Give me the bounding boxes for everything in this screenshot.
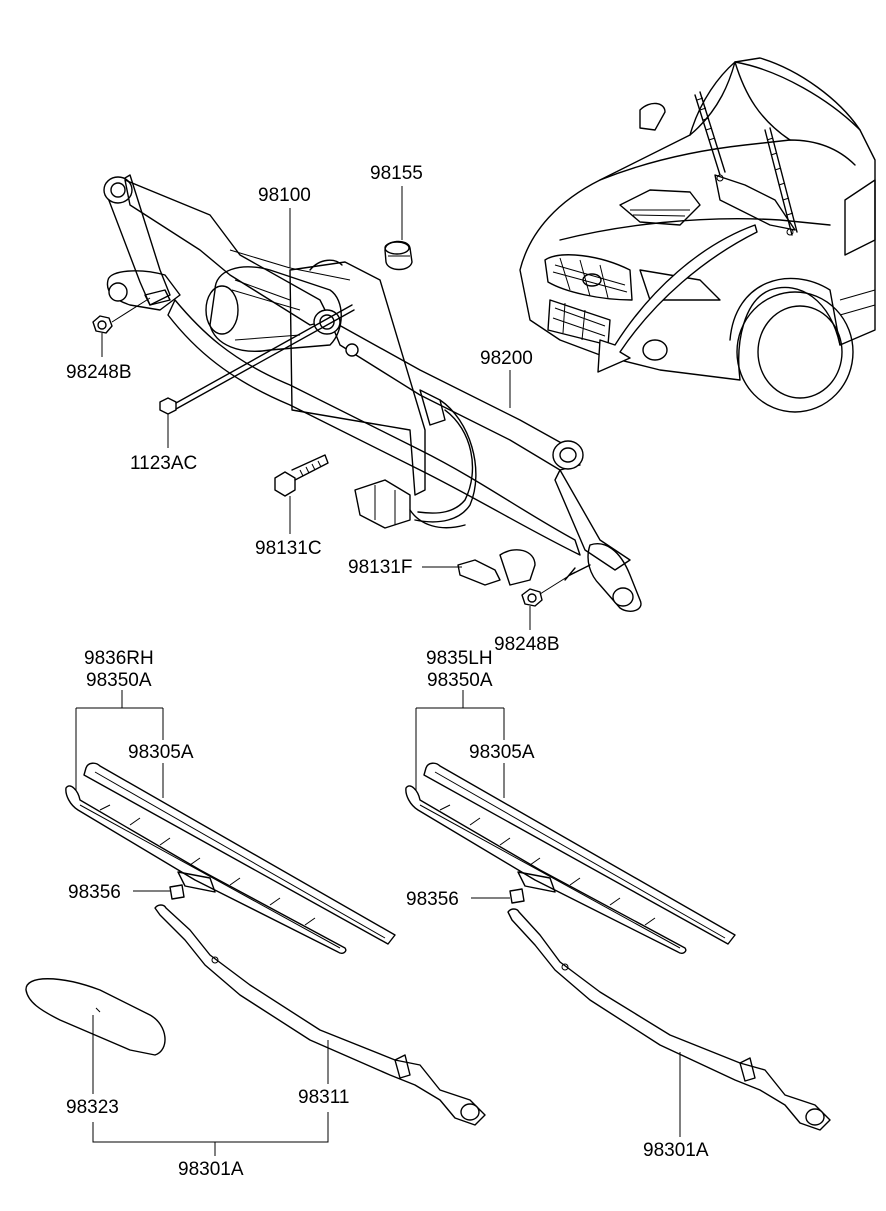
label-98155: 98155	[370, 163, 423, 184]
label-98301A-left: 98301A	[178, 1159, 244, 1180]
lh-wiper-blade-assembly	[405, 762, 831, 1131]
label-98200: 98200	[480, 348, 533, 369]
leader-lines	[75, 186, 681, 1156]
label-98311: 98311	[298, 1087, 349, 1108]
rh-wiper-blade-assembly	[25, 762, 486, 1126]
label-98131F: 98131F	[348, 557, 412, 578]
label-98356-right: 98356	[406, 889, 459, 910]
label-98100: 98100	[258, 185, 311, 206]
label-98356-left: 98356	[68, 882, 121, 903]
label-98301A-right: 98301A	[643, 1140, 709, 1161]
label-98248B-bottom: 98248B	[494, 634, 560, 655]
label-98350A-right: 98350A	[427, 670, 493, 691]
wiper-linkage-assembly	[103, 174, 642, 612]
label-98323: 98323	[66, 1097, 119, 1118]
label-98248B-top: 98248B	[66, 362, 132, 383]
part-labels: 98100 98155 98248B 98200 1123AC 98131C 9…	[66, 163, 709, 1180]
vehicle-illustration	[519, 57, 876, 413]
label-9836RH: 9836RH	[84, 648, 154, 669]
label-98305A-right: 98305A	[469, 742, 535, 763]
label-9835LH: 9835LH	[426, 648, 493, 669]
label-98131C: 98131C	[255, 538, 322, 559]
label-1123AC: 1123AC	[130, 453, 197, 474]
small-parts	[92, 240, 543, 607]
label-98350A-left: 98350A	[86, 670, 152, 691]
label-98305A-left: 98305A	[128, 742, 194, 763]
